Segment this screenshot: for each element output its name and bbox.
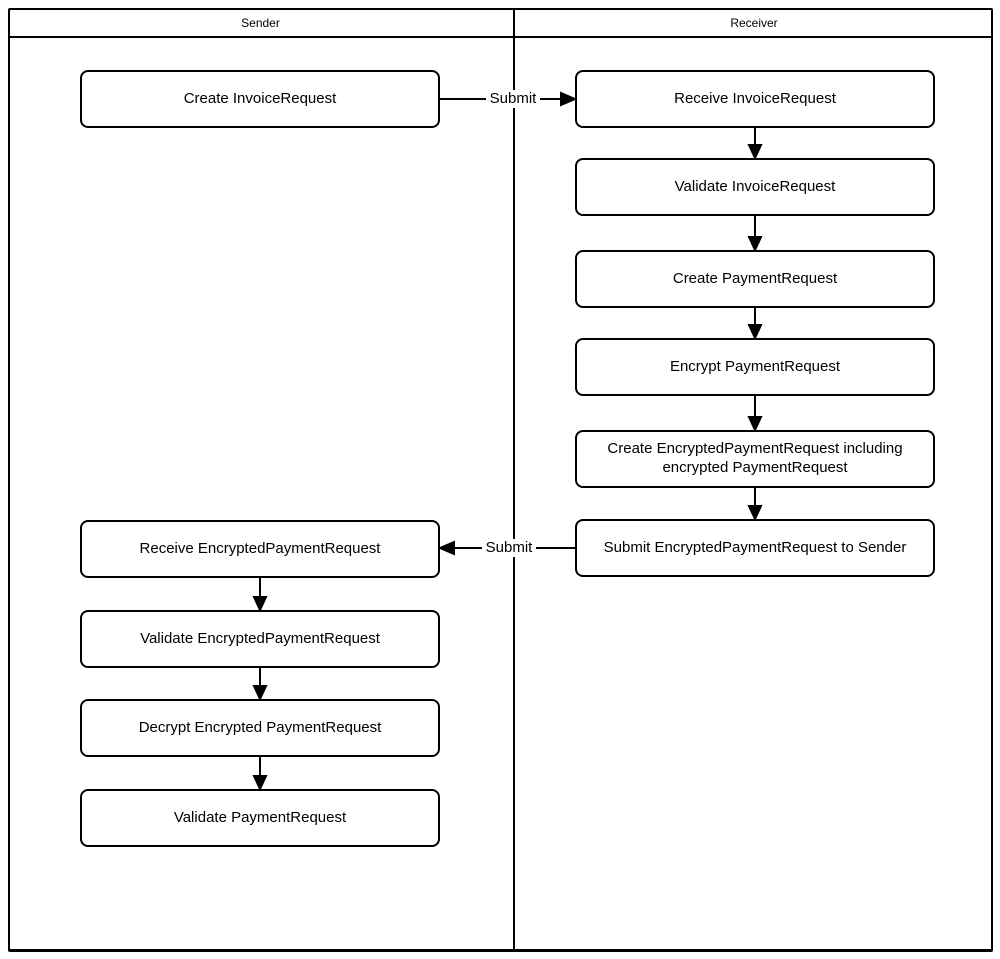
node-receive-invoicerequest: Receive InvoiceRequest xyxy=(575,70,935,128)
lane-header-sender: Sender xyxy=(241,16,280,30)
node-receive-encryptedpaymentrequest: Receive EncryptedPaymentRequest xyxy=(80,520,440,578)
diagram-frame xyxy=(8,8,993,952)
edge-label-submit-encrypted: Submit xyxy=(482,539,536,557)
node-validate-encryptedpaymentrequest: Validate EncryptedPaymentRequest xyxy=(80,610,440,668)
node-create-paymentrequest: Create PaymentRequest xyxy=(575,250,935,308)
node-create-invoicerequest: Create InvoiceRequest xyxy=(80,70,440,128)
node-validate-paymentrequest: Validate PaymentRequest xyxy=(80,789,440,847)
node-submit-encryptedpaymentrequest-to-sender: Submit EncryptedPaymentRequest to Sender xyxy=(575,519,935,577)
lane-header-band xyxy=(8,8,993,38)
node-encrypt-paymentrequest: Encrypt PaymentRequest xyxy=(575,338,935,396)
node-decrypt-encrypted-paymentrequest: Decrypt Encrypted PaymentRequest xyxy=(80,699,440,757)
node-create-encryptedpaymentrequest: Create EncryptedPaymentRequest including… xyxy=(575,430,935,488)
lane-header-receiver: Receiver xyxy=(730,16,778,30)
lane-divider xyxy=(513,8,515,952)
edge-label-submit-invoice: Submit xyxy=(486,90,540,108)
node-validate-invoicerequest: Validate InvoiceRequest xyxy=(575,158,935,216)
